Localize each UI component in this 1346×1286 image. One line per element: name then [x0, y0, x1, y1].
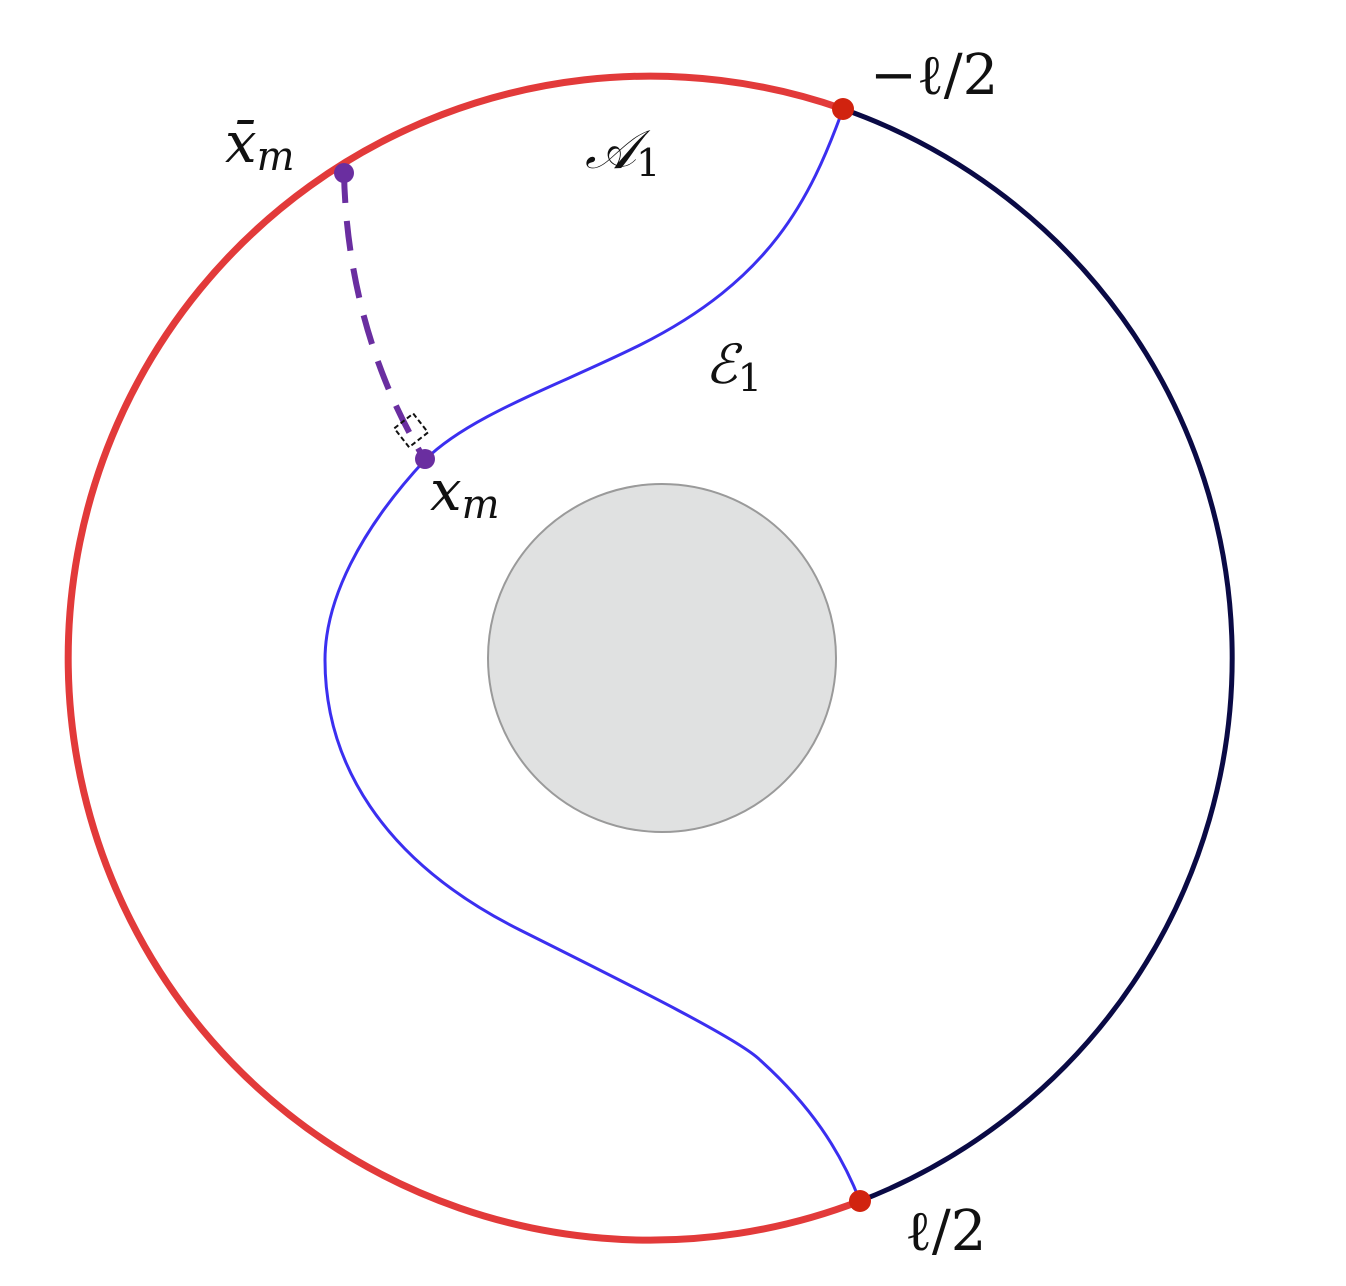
label-x-m: xm: [430, 459, 500, 528]
endpoint-minus-half: [832, 98, 854, 120]
region-boundary-arc: [64, 72, 862, 1244]
label-xbar-m: x̄m: [225, 111, 295, 180]
rt-surface-curve: [323, 108, 862, 1202]
label-region-a1: 𝒜1: [585, 118, 660, 185]
boundary-point-xbar-m: [334, 163, 354, 183]
complement-boundary-arc: [842, 106, 1235, 1204]
right-angle-marker-icon: [392, 412, 430, 449]
dashed-geodesic: [341, 172, 428, 462]
label-plus-half-ell: ℓ/2: [905, 1199, 986, 1264]
label-surface-e1: ℰ1: [705, 333, 762, 400]
horizon-disk: [487, 483, 837, 833]
bulk-point-x-m: [415, 449, 435, 469]
label-minus-half-ell: −ℓ/2: [870, 43, 998, 108]
endpoint-plus-half: [849, 1190, 871, 1212]
